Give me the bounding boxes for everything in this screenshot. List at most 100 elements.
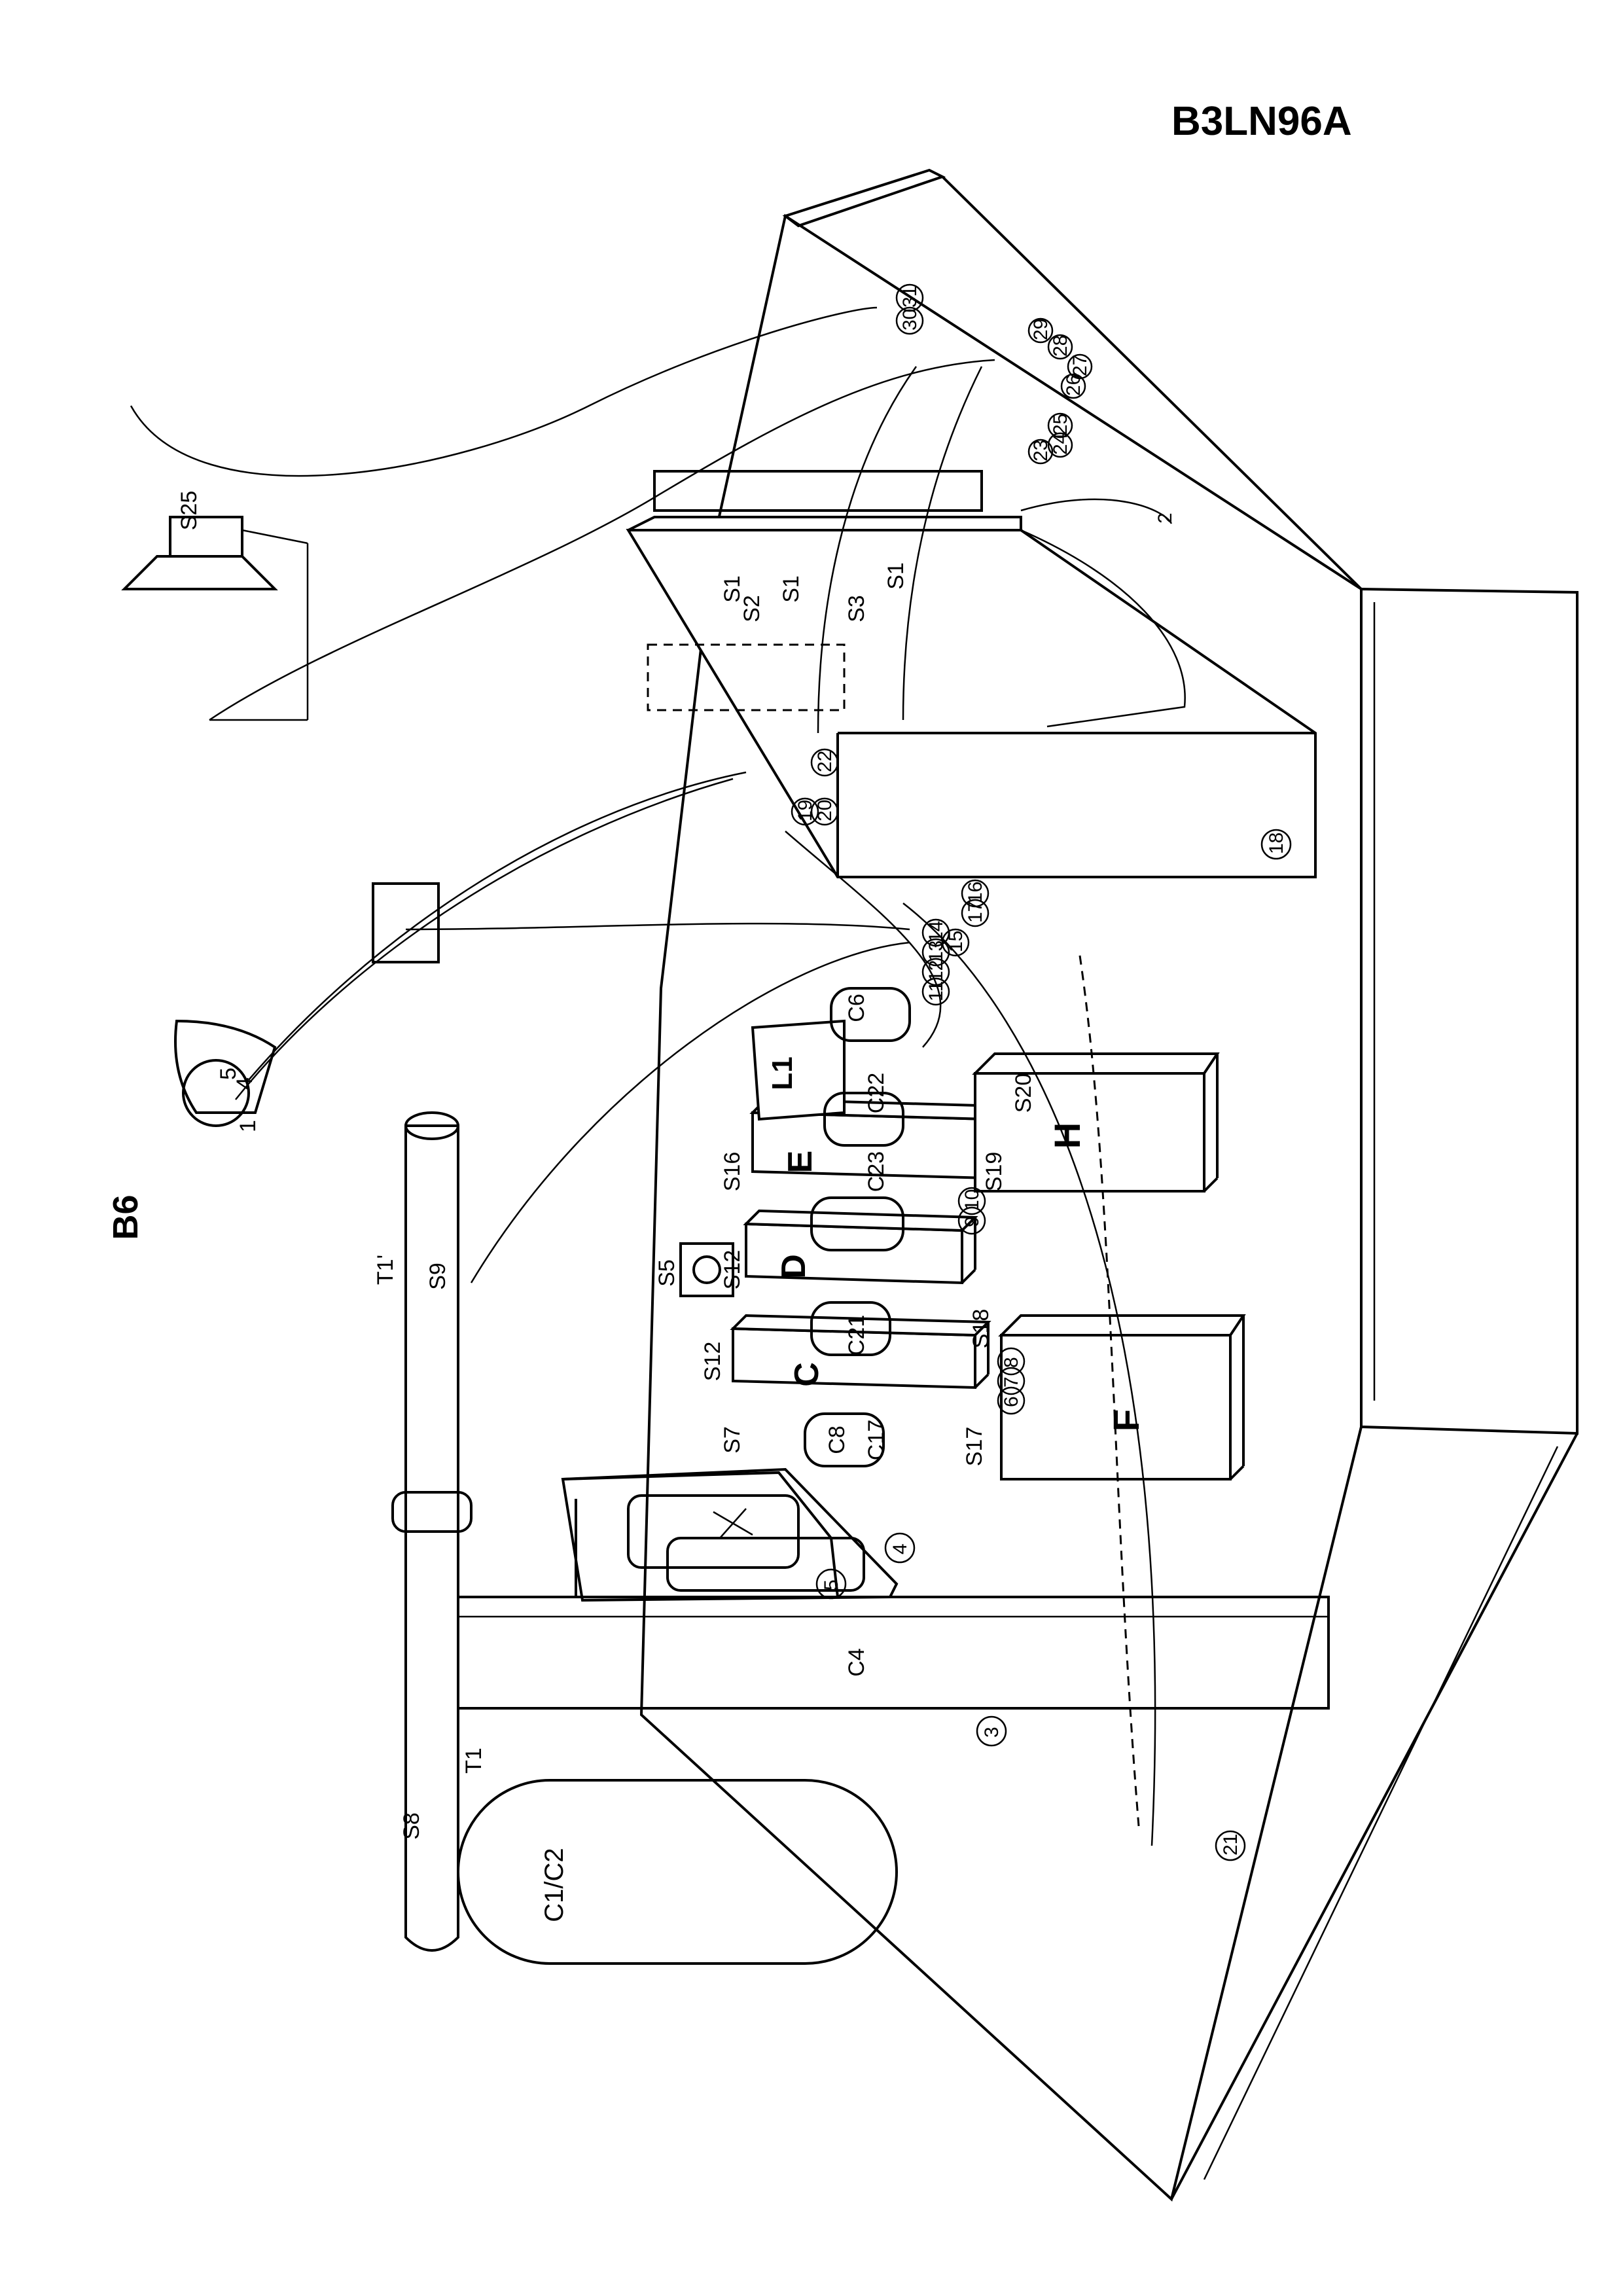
terminal-numbers: 2 3 4 5 6 7 8 9 10 11 12 13 14 15 16 17 …: [791, 283, 1292, 1861]
c21-label: C21: [844, 1315, 869, 1355]
coil-pack: [626, 470, 1317, 878]
terminal-14: 14: [925, 921, 947, 942]
chassis-rear-panel: [782, 168, 946, 228]
terminal-31: 31: [899, 286, 921, 308]
terminal-28: 28: [1050, 335, 1071, 357]
coil-l1: L1: [751, 1019, 846, 1121]
terminal-8-marker: 8: [997, 1347, 1026, 1376]
terminal-11: 11: [925, 981, 947, 1001]
box-f-label: F: [1105, 1409, 1147, 1431]
t1-label: T1: [461, 1748, 486, 1774]
terminal-22: 22: [814, 751, 836, 772]
if-can-d: D: [743, 1209, 978, 1285]
speaker: [121, 516, 309, 721]
l1-label: L1: [766, 1056, 798, 1090]
terminal-5: 5: [821, 1579, 842, 1590]
control-shaft: [391, 1111, 473, 1952]
s2-label: S2: [740, 595, 764, 622]
terminal-10-marker: 10: [957, 1187, 986, 1215]
terminal-25-marker: 25: [1047, 412, 1073, 439]
chassis-deck: [639, 213, 1363, 2202]
terminal-6: 6: [1001, 1396, 1022, 1407]
terminal-21-marker: 21: [1215, 1830, 1246, 1861]
terminal-31-marker: 31: [895, 283, 924, 312]
terminal-6-marker: 6: [997, 1386, 1026, 1415]
terminal-17: 17: [965, 901, 986, 923]
terminal-20: 20: [814, 800, 836, 821]
terminal-21: 21: [1220, 1834, 1241, 1856]
terminal-3-marker: 3: [976, 1715, 1007, 1747]
s25-label: S25: [177, 491, 202, 531]
terminal-24: 24: [1050, 433, 1071, 455]
c6-label: C6: [844, 994, 869, 1022]
terminal-11-marker: 11: [921, 977, 950, 1006]
terminal-9-marker: 9: [957, 1206, 986, 1235]
pin-4: 4: [232, 1077, 257, 1090]
wiring: [130, 306, 1173, 1846]
terminal-27-marker: 27: [1067, 353, 1093, 380]
t1-prime-label: T1': [373, 1255, 398, 1285]
tuning-capacitor: [561, 1467, 899, 1602]
box-c-label: C: [788, 1362, 826, 1387]
c1c2-label: C1/C2: [540, 1848, 569, 1922]
s12-label-a: S12: [720, 1250, 745, 1290]
terminal-18: 18: [1266, 833, 1287, 854]
switch-s5: [679, 1242, 734, 1297]
c4-label: C4: [844, 1648, 869, 1676]
terminal-15: 15: [945, 931, 967, 952]
terminal-17-marker: 17: [961, 899, 990, 927]
c22-label: C22: [864, 1073, 889, 1113]
terminal-18-marker: 18: [1260, 829, 1292, 860]
s17-label: S17: [962, 1427, 987, 1467]
terminal-29: 29: [1030, 319, 1052, 340]
antenna-socket: [174, 1019, 277, 1127]
s7-label: S7: [720, 1426, 745, 1454]
s5-label: S5: [654, 1259, 679, 1287]
c8-label: C8: [825, 1426, 849, 1454]
terminal-20-marker: 20: [810, 797, 839, 826]
s8-label: S8: [399, 1812, 424, 1840]
pin-5: 5: [216, 1067, 241, 1080]
chassis-right-wall: [1360, 587, 1578, 1435]
terminal-30: 30: [899, 309, 921, 331]
s9-label: S9: [425, 1263, 450, 1290]
trimmers: [804, 987, 911, 1467]
s1-label-b: S1: [779, 575, 804, 603]
terminal-5-marker: 5: [815, 1568, 847, 1600]
box-d-label: D: [775, 1254, 813, 1279]
pin-1: 1: [236, 1120, 260, 1132]
terminal-28-marker: 28: [1047, 334, 1073, 360]
terminal-30-marker: 30: [895, 306, 924, 335]
block-h: H: [972, 1052, 1220, 1193]
if-can-c: C: [730, 1314, 991, 1390]
s12-label-b: S12: [700, 1342, 725, 1382]
terminal-2: 2: [1154, 512, 1176, 524]
section-label: B6: [106, 1194, 145, 1240]
c23-label: C23: [864, 1151, 889, 1192]
terminal-4-marker: 4: [884, 1532, 916, 1564]
terminal-10: 10: [961, 1189, 983, 1211]
terminal-strip: [653, 470, 983, 512]
terminal-8: 8: [1001, 1357, 1022, 1368]
s16-label: S16: [720, 1152, 745, 1192]
block-f: F: [998, 1314, 1246, 1480]
terminal-29-marker: 29: [1027, 317, 1054, 344]
s19-label: S19: [982, 1152, 1007, 1192]
aerial-box: [372, 882, 440, 963]
terminal-7-marker: 7: [997, 1367, 1026, 1395]
terminal-27: 27: [1069, 355, 1091, 376]
terminal-3: 3: [981, 1727, 1003, 1738]
terminal-12-marker: 12: [921, 958, 950, 986]
terminal-22-marker: 22: [810, 748, 839, 777]
s1-label-c: S1: [883, 562, 908, 590]
s1-label-a: S1: [720, 575, 745, 603]
labels: B6 S25 S1 S2 S1 S3 S1 S16 S12 S12 S5 S7 …: [106, 491, 1036, 1840]
terminal-7: 7: [1001, 1376, 1022, 1388]
terminal-9: 9: [961, 1216, 983, 1227]
filter-capacitor-c1c2: C1/C2: [457, 1779, 898, 1965]
box-e-label: E: [781, 1151, 819, 1174]
page-code: B3LN96A: [1171, 99, 1352, 144]
c17-label: C17: [864, 1420, 889, 1460]
terminal-25: 25: [1050, 414, 1071, 435]
